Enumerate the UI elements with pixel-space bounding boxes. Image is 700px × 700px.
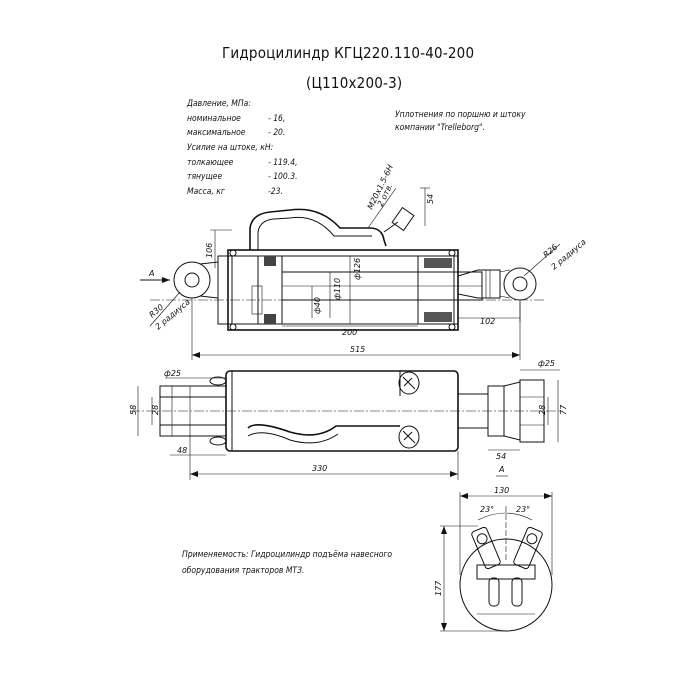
- nominal-pressure-label: номинальное: [187, 114, 241, 124]
- slot-left: [488, 577, 500, 607]
- top-rod-eye: [519, 379, 545, 443]
- pressure-header: Давление, МПа:: [187, 99, 251, 109]
- hydraulic-tube: [249, 208, 387, 250]
- force-header: Усилие на штоке, кН:: [187, 143, 274, 153]
- dim-40: ф40: [313, 297, 322, 314]
- angle-arc: [477, 512, 533, 521]
- r30-leader: [149, 291, 181, 327]
- pull-force-value: - 100.3.: [268, 172, 298, 182]
- rear-cap-bolt-top: [229, 249, 237, 257]
- barrel-bore: [231, 255, 455, 325]
- max-pressure-label: максимальное: [187, 128, 246, 138]
- mass-value: -23.: [268, 187, 283, 197]
- top-view: ф25 58 28 ф25 28 77 48 54 330: [129, 359, 568, 480]
- dim-25-right: ф25: [538, 359, 555, 368]
- dim-177: 177: [434, 580, 443, 596]
- dim-110: ф110: [333, 278, 342, 300]
- gland-bolt-bottom: [448, 323, 456, 331]
- view-a-title: А: [498, 465, 504, 474]
- port-fitting-right: [513, 526, 543, 570]
- application-note-line2: оборудования тракторов МТЗ.: [182, 566, 305, 576]
- push-force-value: - 119.4,: [268, 158, 298, 168]
- port-fitting-left: [471, 526, 501, 570]
- dim-28-right: 28: [538, 405, 547, 415]
- rod-eye-outer: [503, 267, 537, 301]
- rear-lug-top: [209, 376, 227, 386]
- thread-leader: [367, 187, 397, 229]
- dim-330: 330: [312, 464, 327, 473]
- rod-eye-hole: [512, 276, 528, 292]
- port-top-view-2: [398, 425, 420, 449]
- dim-126: ф126: [353, 258, 362, 280]
- dim-200: 200: [342, 328, 357, 337]
- gland-seal-top: [424, 258, 452, 268]
- view-a: А 130 23° 23°: [434, 465, 553, 632]
- radius-26: R26: [542, 243, 560, 260]
- dim-130: 130: [494, 486, 509, 495]
- dim-106: 106: [205, 243, 214, 258]
- barrel-outline: [227, 249, 459, 331]
- max-pressure-value: - 20.: [268, 128, 286, 138]
- angle-23-right: 23°: [516, 505, 530, 514]
- dim-54-top: 54: [426, 194, 435, 204]
- push-force-label: толкающее: [187, 158, 234, 168]
- rear-eye-hole: [184, 272, 200, 288]
- piston-nut: [251, 285, 263, 315]
- dim-25-left: ф25: [164, 369, 181, 378]
- r26-leader: [523, 243, 561, 277]
- top-view-tube: [247, 424, 400, 436]
- seals-note-line1: Уплотнения по поршню и штоку: [395, 110, 526, 120]
- rear-eye-neck: [199, 261, 219, 299]
- slot-right: [511, 577, 523, 607]
- application-note-line1: Применяемость: Гидроцилиндр подъёма наве…: [182, 550, 393, 560]
- drawing-title: Гидроцилиндр КГЦ220.110-40-200: [222, 44, 475, 62]
- mass-label: Масса, кг: [187, 187, 225, 197]
- gland-bolt-top: [448, 249, 456, 257]
- section-view: А 106 54 М20х1.5-6Н 2 отв. ф126 ф110 ф40…: [140, 163, 588, 360]
- angle-23-left: 23°: [480, 505, 494, 514]
- dim-28-left: 28: [151, 405, 160, 415]
- rear-cap: [217, 255, 233, 325]
- piston-seal-top: [264, 256, 276, 266]
- rear-lug-bottom: [209, 436, 227, 446]
- dim-77: 77: [559, 404, 568, 415]
- rear-cap-bolt-bottom: [229, 323, 237, 331]
- gland-seal-bottom: [424, 312, 452, 322]
- dim-48: 48: [177, 446, 187, 455]
- dim-58: 58: [129, 405, 138, 415]
- rod-end-fitting: [457, 269, 501, 299]
- seals-note-line2: компании "Trelleborg".: [395, 123, 485, 133]
- radius-26-note: 2 радиуса: [550, 237, 588, 271]
- piston-seal-bottom: [264, 314, 276, 324]
- dim-515: 515: [350, 345, 365, 354]
- rear-clevis: [159, 385, 227, 437]
- dim-102: 102: [480, 317, 495, 326]
- drawing-subtitle: (Ц110х200-3): [306, 74, 403, 92]
- view-a-body: [459, 538, 553, 632]
- port-fitting: [391, 206, 415, 232]
- pull-force-label: тянущее: [187, 172, 223, 182]
- nominal-pressure-value: - 16,: [268, 114, 286, 124]
- view-a-arrow-label: А: [148, 269, 154, 278]
- dim-54-bottom: 54: [496, 452, 506, 461]
- port-top-view-1: [398, 371, 420, 395]
